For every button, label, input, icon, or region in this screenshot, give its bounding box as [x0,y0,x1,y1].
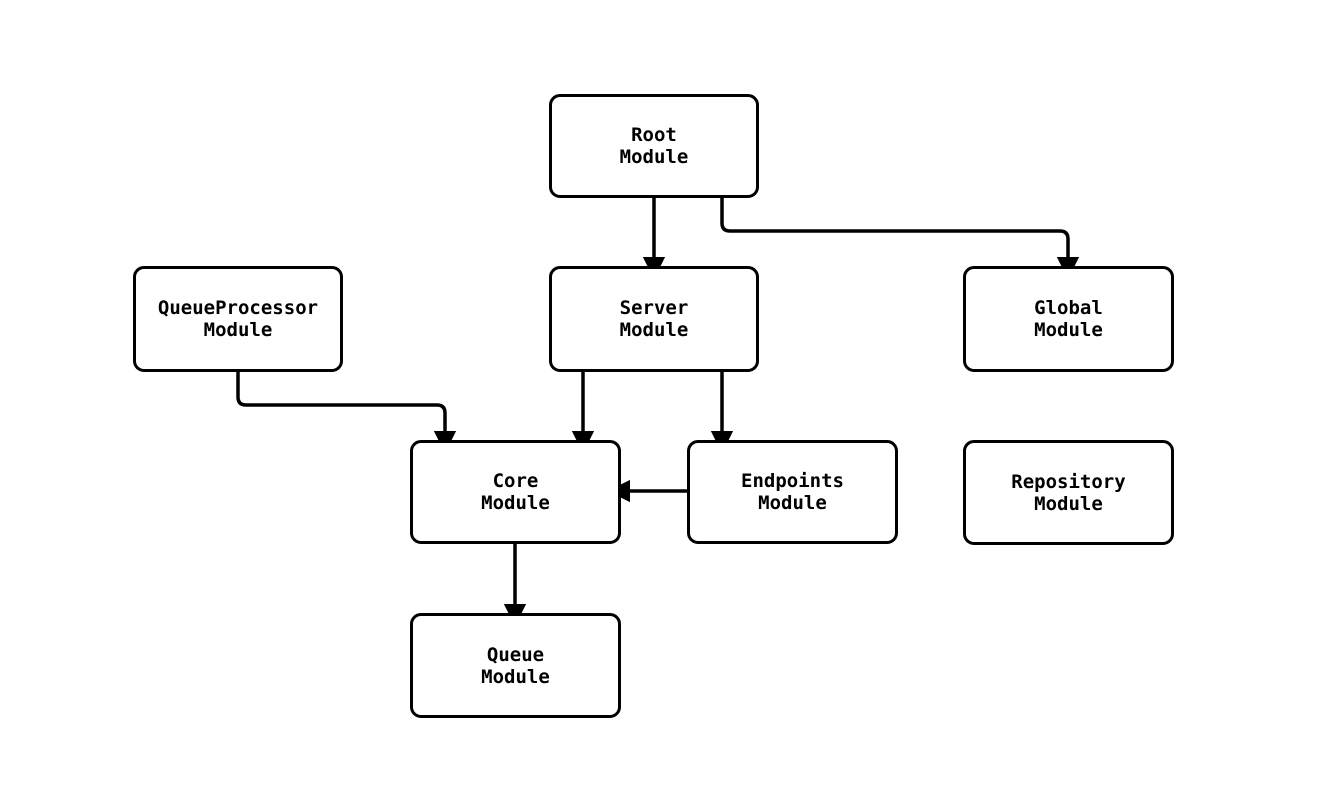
edge-queueprocessor-core [236,372,457,454]
node-root-line1: Root [631,124,677,146]
node-server-line1: Server [619,297,689,319]
node-queue-line1: Queue [486,643,545,666]
node-endpoints-line2: Module [758,492,827,514]
node-queue-line2: Module [481,665,550,688]
node-server[interactable]: Server Module [549,266,759,372]
node-queueprocessor-line2: Module [203,319,273,341]
node-repository-line2: Module [1034,492,1103,515]
node-repository-line1: Repository [1011,470,1126,493]
node-root-line2: Module [619,146,689,168]
node-root[interactable]: Root Module [549,94,759,198]
node-queueprocessor[interactable]: QueueProcessor Module [133,266,343,372]
node-endpoints[interactable]: Endpoints Module [687,440,898,544]
node-core-line1: Core [492,470,539,492]
node-core[interactable]: Core Module [410,440,621,544]
node-core-line2: Module [481,492,550,514]
node-server-line2: Module [619,319,689,341]
node-queueprocessor-line1: QueueProcessor [157,297,319,319]
node-repository[interactable]: Repository Module [963,440,1174,545]
node-global[interactable]: Global Module [963,266,1174,372]
node-global-line2: Module [1034,319,1103,341]
node-endpoints-line1: Endpoints [741,470,844,492]
edge-root-global [720,198,1080,280]
node-queue[interactable]: Queue Module [410,613,621,718]
node-global-line1: Global [1034,297,1103,319]
